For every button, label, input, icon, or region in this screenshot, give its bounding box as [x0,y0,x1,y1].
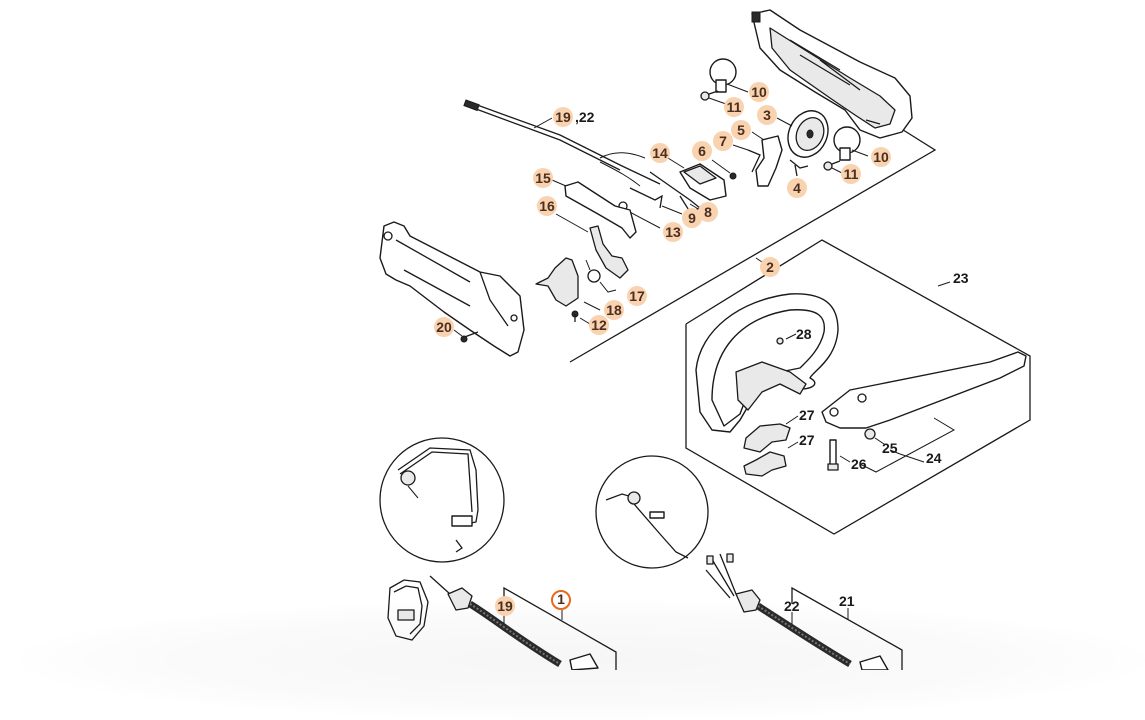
label-23[interactable]: 23 [953,270,969,286]
callout-7[interactable]: 7 [713,131,733,151]
callout-1-selected[interactable]: 1 [551,590,571,610]
label-25[interactable]: 25 [882,440,898,456]
label-26[interactable]: 26 [851,456,867,472]
diagram-artwork [379,9,1031,670]
clamp-parts-27 [743,415,799,477]
reel-part-3 [776,110,829,158]
lockout-lever-part-15 [555,213,629,279]
callout-6[interactable]: 6 [692,141,712,161]
callout-19-suffix: ,22 [575,109,595,125]
label-28[interactable]: 28 [796,326,812,342]
loop-handle-part [695,293,839,433]
bracket-item-24 [859,417,956,473]
callout-12[interactable]: 14 [650,143,670,163]
screw-part-20 [453,329,479,343]
pin-part-7 [732,144,761,173]
handle-tube-part [379,221,525,357]
callout-20[interactable]: 20 [434,317,454,337]
wiring-harness-part-21 [705,553,889,670]
callout-11-top[interactable]: 11 [724,97,744,117]
detail-circle-right [595,455,709,569]
label-27-b[interactable]: 27 [799,432,815,448]
bracket-item-21 [791,586,903,670]
support-bar-part [821,351,1027,429]
screw-part-6 [711,159,737,180]
callout-3[interactable]: 3 [757,105,777,125]
clamp-part-10-top [709,58,749,93]
lever-part-9 [629,187,683,215]
callout-16[interactable]: 17 [627,286,647,306]
throttle-cable-part-19-22 [463,99,661,187]
callout-13[interactable]: 13 [663,222,683,242]
callout-10-right[interactable]: 10 [871,147,891,167]
bolt-part-26 [827,439,851,471]
label-24[interactable]: 24 [926,450,942,466]
screw-part-11-top [700,90,727,105]
clamp-part-10-right [833,126,869,161]
label-21[interactable]: 21 [839,593,855,609]
label-27-a[interactable]: 27 [799,407,815,423]
callout-10-top[interactable]: 10 [749,82,769,102]
nut-part-25 [864,428,885,445]
callout-9[interactable]: 9 [682,208,702,228]
housing-insert-part-17 [535,257,601,311]
callout-8[interactable]: 8 [698,202,718,222]
callout-15[interactable]: 16 [537,196,557,216]
callout-18[interactable]: 12 [589,315,609,335]
wiring-harness-part-1 [387,575,599,670]
clip-part-4 [789,159,809,177]
screw-part-11-right [823,160,843,174]
callout-17[interactable]: 18 [604,300,624,320]
callout-4[interactable]: 4 [787,178,807,198]
handle-housing-part [751,9,913,139]
label-22[interactable]: 22 [784,598,800,614]
callout-2[interactable]: 2 [760,257,780,277]
spring-part-16 [585,259,617,293]
switch-part-12 [667,157,727,201]
trigger-part-14 [551,179,637,239]
screw-part-18 [571,310,591,325]
bracket-item-23 [685,239,1031,535]
callout-19[interactable]: 19 [553,107,573,127]
callout-11-right[interactable]: 11 [841,164,861,184]
callout-5[interactable]: 5 [731,120,751,140]
callout-14[interactable]: 15 [533,168,553,188]
lever-part-5 [751,131,783,187]
detail-circle-left [379,437,505,563]
callout-19-harness[interactable]: 19 [495,596,515,616]
